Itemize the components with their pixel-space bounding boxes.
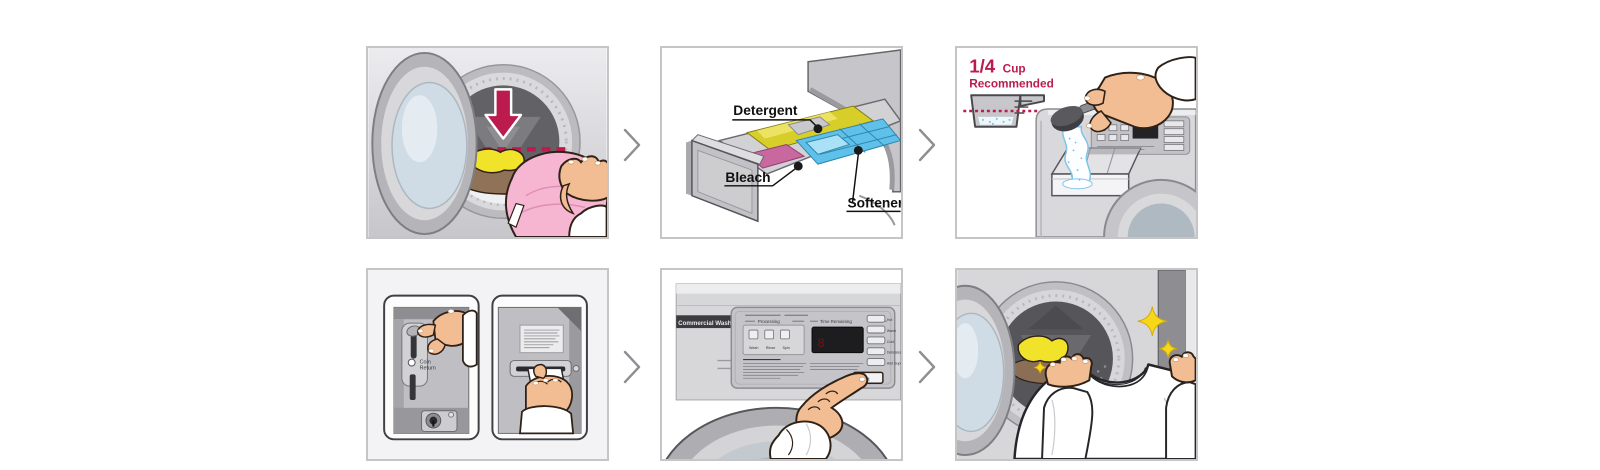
time-display xyxy=(811,326,864,354)
hand-inserting-card xyxy=(519,363,575,435)
next-step-chevron-icon xyxy=(623,128,641,162)
step-2-dispenser-panel: Detergent Bleach Softener xyxy=(660,46,903,239)
open-door xyxy=(371,51,478,236)
dispenser-drawer-illustration: Detergent Bleach Softener xyxy=(662,48,901,237)
recommended-amount: 1/4 Cup Recommended xyxy=(969,56,1054,91)
phase-rinse-label: Rinse xyxy=(766,346,776,350)
down-arrow-icon xyxy=(484,88,523,140)
step-6-remove-laundry-panel xyxy=(955,268,1198,461)
step-4-payment-panel: Coin Return xyxy=(366,268,609,461)
option-hot-label: Hot xyxy=(887,318,893,322)
option-cold-label: Cold xyxy=(887,340,894,344)
next-step-chevron-icon xyxy=(623,350,641,384)
recommended-text: Recommended xyxy=(969,76,1054,90)
amount-text: 1/4 xyxy=(969,56,996,77)
svg-text:8: 8 xyxy=(818,336,825,350)
softener-label: Softener xyxy=(847,195,901,210)
processing-label: Processing xyxy=(758,319,780,324)
load-laundry-illustration xyxy=(368,48,607,237)
time-remaining-label: Time Remaining xyxy=(820,319,852,324)
shirt-sleeve xyxy=(1154,56,1196,102)
shirt-sleeve xyxy=(1041,386,1094,459)
coin-return-label-line2: Return xyxy=(420,365,436,371)
hand-inserting-coin xyxy=(416,309,478,368)
open-door xyxy=(957,284,1016,457)
washer-top xyxy=(1035,56,1196,237)
machine-name-label: Commercial Washer xyxy=(678,320,738,327)
drawer-tray xyxy=(686,98,901,223)
phase-wash-label: Wash xyxy=(749,346,758,350)
option-superwash-label: Add Super Wash xyxy=(887,362,901,366)
start-cycle-illustration: Commercial Washer Processing Wash Rinse … xyxy=(662,270,901,459)
option-warm-label: Warm xyxy=(887,329,896,333)
step-3-add-detergent-panel: 1/4 Cup Recommended xyxy=(955,46,1198,239)
step-5-start-cycle-panel: Commercial Washer Processing Wash Rinse … xyxy=(660,268,903,461)
hand-loading-pink-cloth xyxy=(504,150,607,237)
card-reader-machine xyxy=(497,306,582,435)
step-1-load-laundry-panel xyxy=(366,46,609,239)
sparkle-icon xyxy=(1034,361,1047,374)
coin-slot-machine: Coin Return xyxy=(393,306,478,434)
remove-laundry-illustration xyxy=(957,270,1196,459)
sparkle-icon xyxy=(1137,306,1168,337)
phase-spin-label: Spin xyxy=(782,346,789,350)
shirt-sleeve xyxy=(568,204,607,237)
next-step-chevron-icon xyxy=(918,350,936,384)
bleach-label: Bleach xyxy=(725,170,770,185)
control-panel: Processing Wash Rinse Spin Time Remainin… xyxy=(730,306,901,389)
shirt-sleeve xyxy=(768,420,832,459)
sparkles xyxy=(1034,306,1177,374)
right-hand-gripping-shirt xyxy=(1165,351,1196,459)
sparkle-icon xyxy=(1159,339,1177,358)
coin-return-slot xyxy=(409,374,416,400)
measuring-cup-icon xyxy=(963,94,1045,128)
powder-stream xyxy=(1062,126,1093,190)
option-buttons xyxy=(866,314,886,366)
compartment-callouts: Detergent Bleach Softener xyxy=(724,103,901,213)
machine-name-badge xyxy=(676,315,738,329)
hand-pressing-start xyxy=(768,372,869,459)
left-hand-gripping-shirt xyxy=(1041,353,1094,459)
pouring-hand xyxy=(1084,56,1196,133)
coin-return-label-line1: Coin xyxy=(420,360,431,366)
shirt-sleeve xyxy=(1165,381,1196,459)
unit-text: Cup xyxy=(1003,62,1026,76)
add-detergent-illustration: 1/4 Cup Recommended xyxy=(957,48,1196,237)
payment-illustration: Coin Return xyxy=(368,270,607,459)
option-delicates-label: Delicates xyxy=(887,351,901,355)
detergent-label: Detergent xyxy=(733,103,798,118)
door-partial xyxy=(1103,178,1196,237)
next-step-chevron-icon xyxy=(918,128,936,162)
